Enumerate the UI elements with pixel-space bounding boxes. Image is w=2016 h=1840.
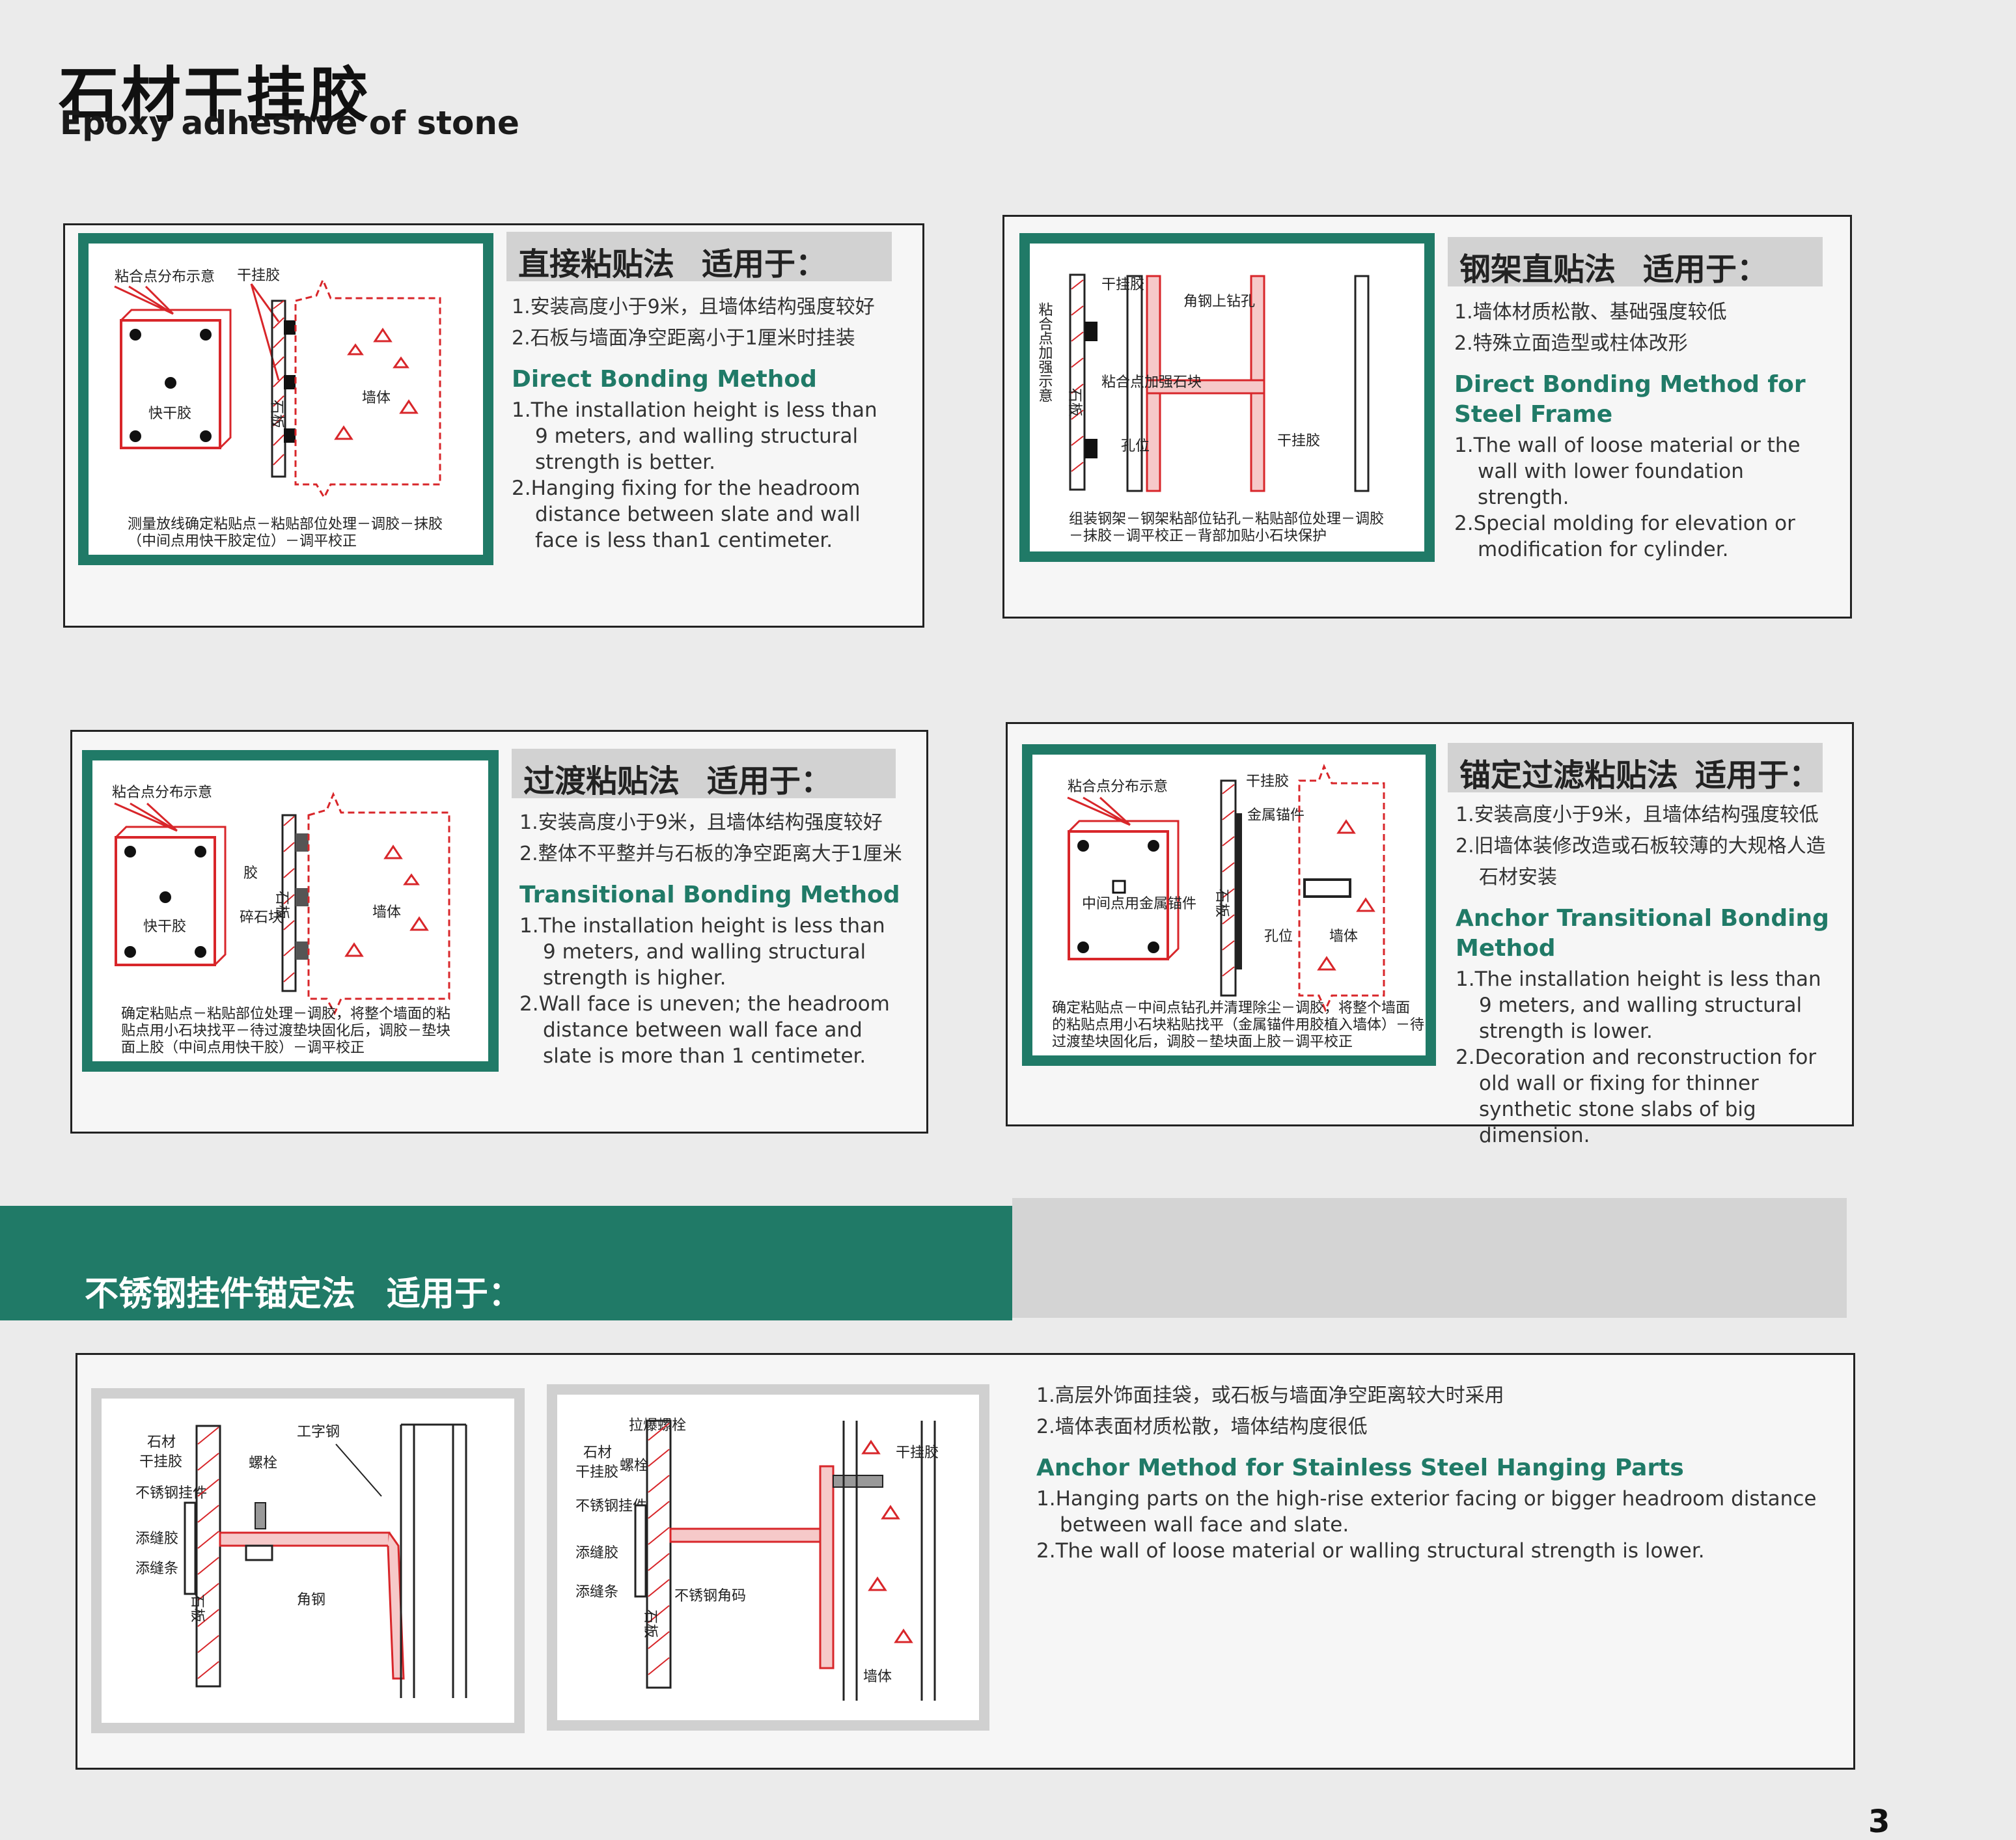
transitional-diagram: 粘合点分布示意 快干胶 胶 碎石块 石板 墙体 确定粘贴点－粘贴部位处理－调胶，… <box>112 785 450 1056</box>
heading-steel-frame: 钢架直贴法适用于： <box>1448 237 1823 288</box>
direct-bonding-diagram: 粘合点分布示意 干挂胶 快干胶 石板 墙体 测量放线确定粘贴点－粘贴部位处理－调… <box>114 268 443 550</box>
page-subtitle: Epoxy adheshve of stone <box>60 104 519 142</box>
svg-text:干挂胶: 干挂胶 <box>575 1464 618 1481</box>
steel-frame-diagram: 粘合点加强示意 干挂胶 角钢上钻孔 粘合点加强石块 石板 孔位 干挂胶 组装钢架… <box>1036 273 1384 544</box>
svg-text:添缝胶: 添缝胶 <box>135 1531 178 1547</box>
heading-transitional: 过渡粘贴法适用于： <box>512 749 896 800</box>
svg-text:确定粘贴点－粘贴部位处理－调胶，将整个墙面的粘: 确定粘贴点－粘贴部位处理－调胶，将整个墙面的粘 <box>121 1006 450 1022</box>
svg-text:石材: 石材 <box>583 1445 612 1461</box>
svg-text:面上胶（中间点用快干胶）－调平校正: 面上胶（中间点用快干胶）－调平校正 <box>121 1040 365 1056</box>
svg-text:组装钢架－钢架粘部位钻孔－粘贴部位处理－调胶: 组装钢架－钢架粘部位钻孔－粘贴部位处理－调胶 <box>1069 511 1384 527</box>
svg-text:石板: 石板 <box>1066 388 1083 417</box>
svg-text:角钢: 角钢 <box>297 1592 325 1608</box>
svg-text:干挂胶: 干挂胶 <box>1277 433 1320 449</box>
svg-text:金属锚件: 金属锚件 <box>1247 807 1305 824</box>
svg-text:石板: 石板 <box>273 891 290 919</box>
svg-text:粘合点分布示意: 粘合点分布示意 <box>1068 779 1168 795</box>
svg-text:不锈钢角码: 不锈钢角码 <box>674 1588 746 1604</box>
text-direct-bonding: 1.安装高度小于9米，且墙体结构强度较好 2.石板与墙面净空距离小于1厘米时挂装… <box>512 296 877 552</box>
svg-text:不锈钢挂件: 不锈钢挂件 <box>135 1485 207 1501</box>
svg-text:的粘贴点用小石块粘贴找平（金属锚件用胶植入墙体）－待: 的粘贴点用小石块粘贴找平（金属锚件用胶植入墙体）－待 <box>1052 1017 1424 1033</box>
svg-text:粘合点加强示意: 粘合点加强示意 <box>1036 302 1053 402</box>
anchor-transitional-diagram: 粘合点分布示意 中间点用金属锚件 干挂胶 金属锚件 石板 孔位 墙体 确定粘贴点… <box>1052 764 1424 1050</box>
svg-text:添缝胶: 添缝胶 <box>575 1545 618 1561</box>
svg-text:粘合点分布示意: 粘合点分布示意 <box>115 269 215 285</box>
banner-gray <box>1012 1198 1847 1318</box>
figure-anchor-left: 石材 干挂胶 不锈钢挂件 添缝胶 添缝条 石板 螺栓 角钢 工字钢 <box>91 1388 525 1733</box>
svg-text:孔位: 孔位 <box>1264 928 1293 945</box>
svg-text:快干胶: 快干胶 <box>148 406 191 422</box>
text-anchor-transitional: 1.安装高度小于9米，且墙体结构强度较低 2.旧墙体装修改造或石板较薄的大规格人… <box>1456 803 1829 1147</box>
svg-text:粘合点分布示意: 粘合点分布示意 <box>112 785 212 801</box>
svg-text:墙体: 墙体 <box>1329 928 1358 945</box>
svg-text:角钢上钻孔: 角钢上钻孔 <box>1183 294 1255 310</box>
svg-text:干挂胶: 干挂胶 <box>139 1454 182 1470</box>
page-title: 石材干挂胶 <box>59 61 372 130</box>
svg-text:－抹胶－调平校正－背部加贴小石块保护: －抹胶－调平校正－背部加贴小石块保护 <box>1069 528 1327 544</box>
banner-accent <box>0 1206 1012 1320</box>
svg-text:过渡垫块固化后，调胶－垫块面上胶－调平校正: 过渡垫块固化后，调胶－垫块面上胶－调平校正 <box>1052 1034 1353 1050</box>
svg-text:石板: 石板 <box>642 1610 658 1638</box>
svg-text:添缝条: 添缝条 <box>135 1561 178 1577</box>
svg-text:干挂胶: 干挂胶 <box>237 268 280 284</box>
svg-text:石板: 石板 <box>1213 889 1230 917</box>
svg-text:石材: 石材 <box>147 1434 176 1451</box>
anchor-left-diagram: 石材 干挂胶 不锈钢挂件 添缝胶 添缝条 石板 螺栓 角钢 工字钢 <box>135 1423 467 1698</box>
text-transitional: 1.安装高度小于9米，且墙体结构强度较好 2.整体不平整并与石板的净空距离大于1… <box>519 811 902 1068</box>
svg-text:胶: 胶 <box>243 865 258 882</box>
svg-text:（中间点用快干胶定位）－调平校正: （中间点用快干胶定位）－调平校正 <box>128 533 357 550</box>
text-steel-frame: 1.墙体材质松散、基础强度较低 2.特殊立面造型或柱体改形 Direct Bon… <box>1454 301 1806 561</box>
svg-text:添缝条: 添缝条 <box>575 1584 618 1600</box>
svg-text:干挂胶: 干挂胶 <box>1246 774 1289 790</box>
svg-text:贴点用小石块找平－待过渡垫块固化后，调胶－垫块: 贴点用小石块找平－待过渡垫块固化后，调胶－垫块 <box>121 1023 450 1039</box>
svg-text:墙体: 墙体 <box>362 390 391 406</box>
svg-text:螺栓: 螺栓 <box>620 1458 648 1474</box>
figure-anchor-right: 石材 干挂胶 不锈钢挂件 添缝胶 添缝条 拉爆螺栓 干挂胶 螺栓 石板 不锈钢角… <box>547 1384 989 1731</box>
svg-text:粘合点加强石块: 粘合点加强石块 <box>1101 374 1202 391</box>
svg-text:确定粘贴点－中间点钻孔并清理除尘－调胶，将整个墙面: 确定粘贴点－中间点钻孔并清理除尘－调胶，将整个墙面 <box>1052 1000 1410 1016</box>
figure-direct-bonding: 粘合点分布示意 干挂胶 快干胶 石板 墙体 测量放线确定粘贴点－粘贴部位处理－调… <box>78 233 493 565</box>
anchor-right-diagram: 石材 干挂胶 不锈钢挂件 添缝胶 添缝条 拉爆螺栓 干挂胶 螺栓 石板 不锈钢角… <box>575 1417 939 1701</box>
svg-text:快干胶: 快干胶 <box>143 919 186 935</box>
svg-text:螺栓: 螺栓 <box>249 1455 277 1471</box>
svg-text:干挂胶: 干挂胶 <box>1101 277 1144 293</box>
page-number: 3 <box>1868 1804 1890 1840</box>
svg-text:石板: 石板 <box>268 400 284 428</box>
svg-text:工字钢: 工字钢 <box>297 1424 340 1440</box>
svg-text:石板: 石板 <box>189 1594 205 1623</box>
svg-text:墙体: 墙体 <box>863 1669 892 1685</box>
svg-text:碎石块: 碎石块 <box>240 910 283 926</box>
svg-text:干挂胶: 干挂胶 <box>896 1445 939 1461</box>
svg-text:墙体: 墙体 <box>372 904 401 921</box>
figure-steel-frame: 粘合点加强示意 干挂胶 角钢上钻孔 粘合点加强石块 石板 孔位 干挂胶 组装钢架… <box>1019 233 1435 562</box>
text-stainless-anchor: 1.高层外饰面挂袋，或石板与墙面净空距离较大时采用 2.墙体表面材质松散，墙体结… <box>1036 1384 1817 1563</box>
figure-transitional: 粘合点分布示意 快干胶 胶 碎石块 石板 墙体 确定粘贴点－粘贴部位处理－调胶，… <box>82 750 499 1072</box>
figure-anchor-transitional: 粘合点分布示意 中间点用金属锚件 干挂胶 金属锚件 石板 孔位 墙体 确定粘贴点… <box>1022 744 1436 1066</box>
banner-heading: 不锈钢挂件锚定法适用于： <box>85 1275 523 1314</box>
heading-direct-bonding: 直接粘贴法适用于： <box>506 232 892 283</box>
svg-text:测量放线确定粘贴点－粘贴部位处理－调胶－抹胶: 测量放线确定粘贴点－粘贴部位处理－调胶－抹胶 <box>128 516 443 533</box>
heading-anchor-transitional: 锚定过滤粘贴法适用于： <box>1448 743 1823 794</box>
svg-text:中间点用金属锚件: 中间点用金属锚件 <box>1082 896 1196 912</box>
svg-text:孔位: 孔位 <box>1121 438 1150 454</box>
